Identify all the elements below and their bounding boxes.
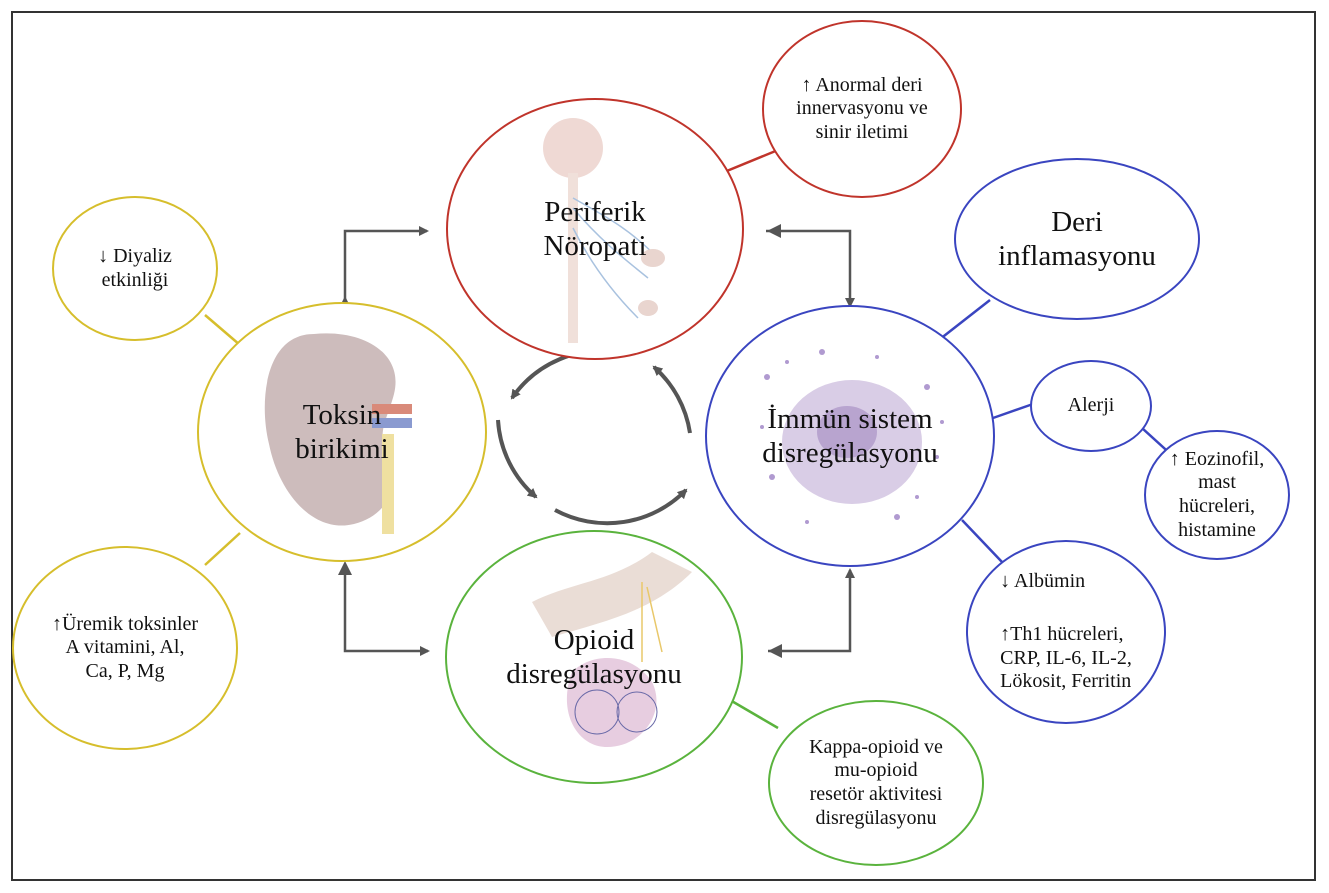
albumin-circle: ↓ Albümin ↑Th1 hücreleri, CRP, IL-6, IL-…	[966, 540, 1166, 724]
arrowhead-toxin-down-up	[338, 561, 352, 575]
diagram-frame	[11, 11, 1316, 881]
nervous-system-illustration	[543, 118, 665, 343]
kappa-mu-label: Kappa-opioid ve mu-opioid resetör aktivi…	[809, 735, 943, 829]
abnormal-innervation-label: ↑ Anormal deri innervasyonu ve sinir ile…	[796, 73, 928, 143]
arrowhead-neuro-left	[767, 224, 781, 238]
peripheral-neuropathy-circle: Periferik Nöropati	[446, 98, 744, 360]
eosinophil-label: ↑ Eozinofil, mast hücreleri, histamine	[1169, 447, 1265, 541]
allergy-circle: Alerji	[1030, 360, 1152, 452]
immune-dysregulation-label: İmmün sistem disregülasyonu	[762, 402, 938, 469]
arrowhead-opioid-left	[768, 644, 782, 658]
cycle-arc-bottom-right	[554, 488, 688, 526]
arrow-opioid-immune	[768, 568, 855, 653]
albumin-label: ↓ Albümin	[1000, 570, 1086, 593]
toxin-accumulation-label: Toksin birikimi	[295, 398, 389, 465]
skin-inflammation-label: Deri inflamasyonu	[998, 205, 1156, 272]
opioid-dysregulation-circle: Opioid disregülasyonu	[445, 530, 743, 784]
arrow-neuropathy-immune	[766, 229, 855, 308]
skin-inflammation-circle: Deri inflamasyonu	[954, 158, 1200, 320]
connector-green	[729, 698, 779, 730]
uremic-toxins-circle: ↑Üremik toksinler A vitamini, Al, Ca, P,…	[12, 546, 238, 750]
connector-yellow-top	[204, 314, 241, 346]
toxin-accumulation-circle: Toksin birikimi	[197, 302, 487, 562]
cycle-arc-top-right	[652, 365, 692, 434]
opioid-dysregulation-label: Opioid disregülasyonu	[506, 623, 682, 690]
th1-label: ↑Th1 hücreleri, CRP, IL-6, IL-2, Lökosit…	[1000, 623, 1132, 693]
arrow-toxin-opioid	[343, 570, 430, 656]
eosinophil-circle: ↑ Eozinofil, mast hücreleri, histamine	[1144, 430, 1290, 560]
uremic-toxins-label: ↑Üremik toksinler A vitamini, Al, Ca, P,…	[51, 612, 199, 682]
immune-dysregulation-circle: İmmün sistem disregülasyonu	[705, 305, 995, 567]
connector-blue-albumin	[961, 519, 1003, 563]
abnormal-innervation-circle: ↑ Anormal deri innervasyonu ve sinir ile…	[762, 20, 962, 198]
connector-yellow-bottom	[204, 532, 241, 566]
dialysis-label: ↓ Diyaliz etkinliği	[98, 244, 172, 291]
arrow-toxin-neuropathy	[343, 226, 429, 306]
kidney-illustration	[264, 333, 412, 534]
kappa-mu-circle: Kappa-opioid ve mu-opioid resetör aktivi…	[768, 700, 984, 866]
cycle-arrows	[496, 348, 692, 526]
opioid-receptor-illustration	[532, 552, 692, 747]
connector-blue-allergy	[992, 402, 1034, 420]
allergy-label: Alerji	[1067, 394, 1115, 417]
dialysis-circle: ↓ Diyaliz etkinliği	[52, 196, 218, 341]
cycle-arc-bottom-left	[496, 419, 538, 499]
peripheral-neuropathy-label: Periferik Nöropati	[543, 195, 647, 262]
immune-cell-illustration	[760, 349, 944, 524]
